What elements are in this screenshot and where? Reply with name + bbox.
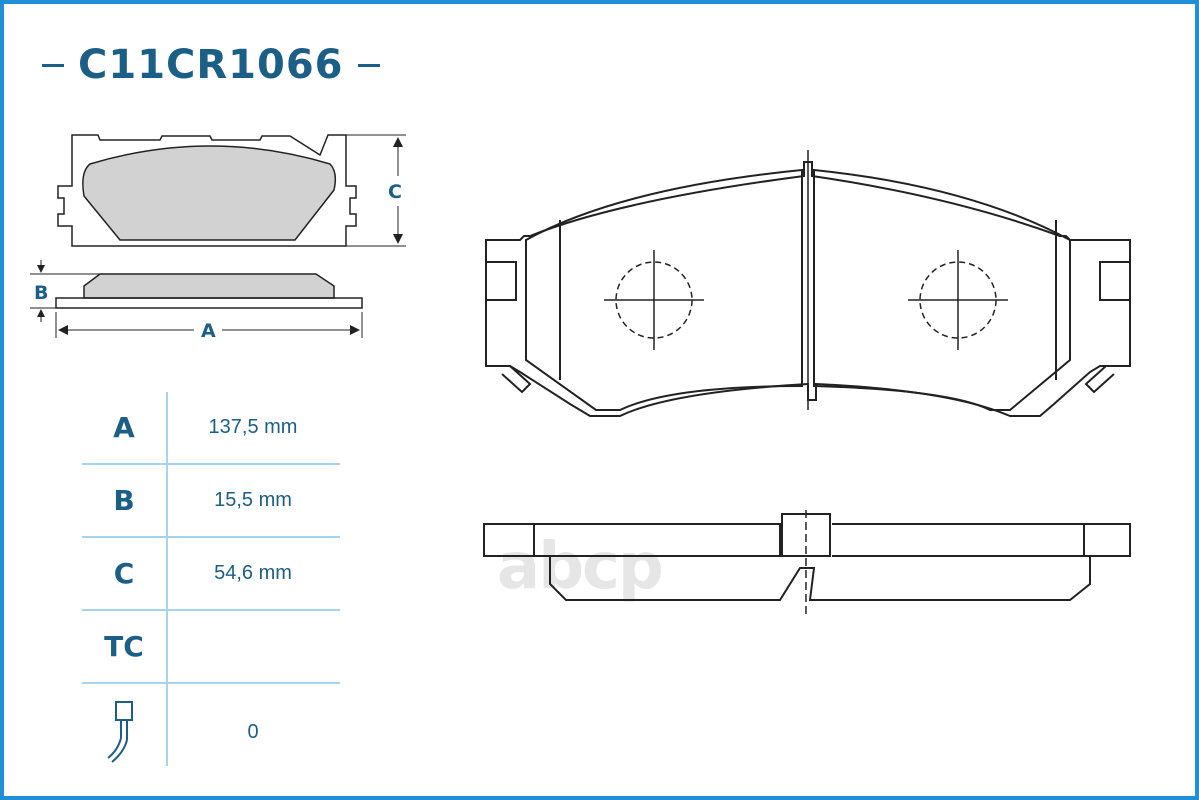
spec-key [82, 684, 166, 780]
pad-side-friction-small [83, 273, 335, 299]
wear-sensor-icon [107, 701, 133, 763]
spec-table: A 137,5 mm B 15,5 mm C 54,6 mm TC 0 [82, 392, 340, 780]
part-code: C11CR1066 [78, 42, 344, 88]
spec-value [166, 611, 340, 682]
title-dash-left [42, 63, 64, 67]
spec-row-c: C 54,6 mm [82, 538, 340, 611]
spec-key: B [113, 484, 135, 517]
spec-key: C [113, 557, 135, 590]
pad-side-backplate-small [55, 297, 363, 309]
spec-row-sensor: 0 [82, 684, 340, 780]
spec-key: TC [104, 630, 144, 663]
spec-value: 0 [247, 720, 259, 743]
spec-value: 54,6 mm [214, 562, 292, 584]
pad-friction-material-small [82, 145, 337, 241]
spec-row-b: B 15,5 mm [82, 465, 340, 538]
spec-key: A [113, 411, 135, 444]
spec-row-a: A 137,5 mm [82, 392, 340, 465]
pad-front-view-small [30, 134, 406, 338]
spec-value: 137,5 mm [208, 416, 298, 438]
spec-row-tc: TC [82, 611, 340, 684]
dimension-label-b: B [34, 282, 49, 304]
spec-value: 15,5 mm [214, 489, 292, 511]
dimension-label-c: C [388, 181, 402, 203]
dimension-label-a: A [201, 320, 216, 342]
product-title: C11CR1066 [42, 40, 380, 90]
watermark: abcp [497, 530, 664, 604]
pad-front-view-large [485, 150, 1131, 417]
spec-table-divider [166, 392, 168, 766]
pad-side-view-large [483, 510, 1131, 618]
title-dash-right [357, 63, 380, 67]
